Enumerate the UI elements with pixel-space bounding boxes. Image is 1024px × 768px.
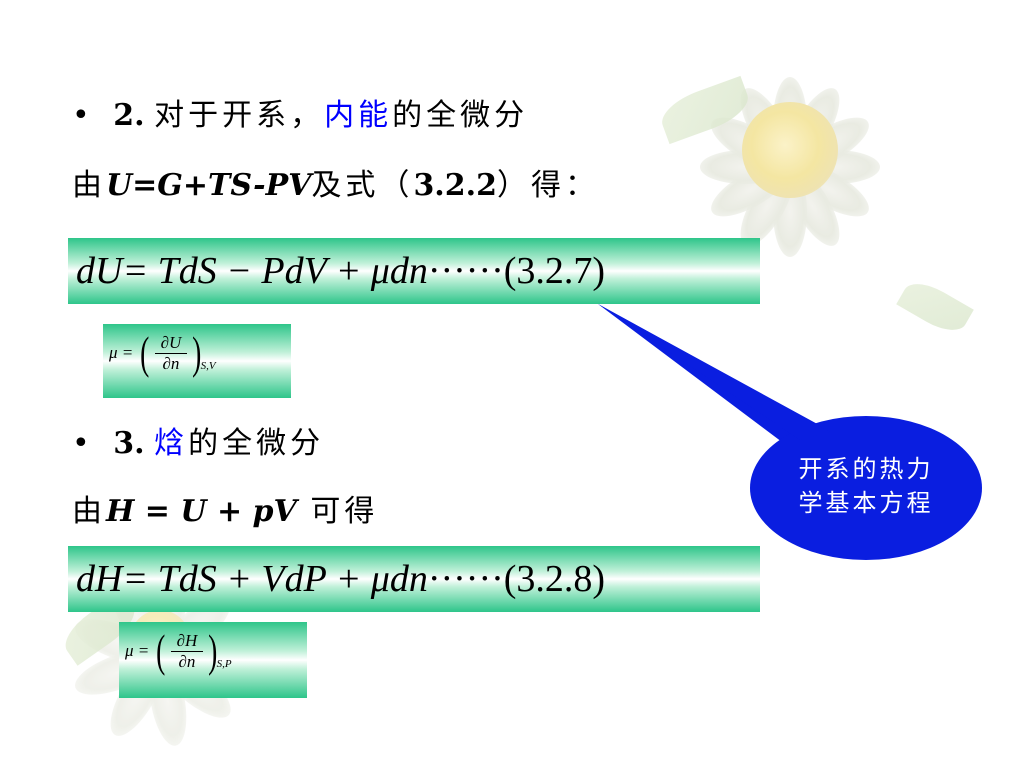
callout-pointer	[598, 304, 830, 440]
equation-rhs: = TdS + VdP + μdn	[122, 558, 428, 600]
suffix-text: 及式（	[311, 168, 414, 203]
equation-tag: (3.2.7)	[503, 250, 606, 292]
section-number: 2.	[113, 98, 145, 133]
derivation-line-2: 由H = U + pV 可得	[72, 486, 378, 530]
equation-tag: (3.2.8)	[503, 558, 606, 600]
fraction-numerator: ∂U	[154, 333, 188, 354]
callout-ellipse	[750, 416, 982, 560]
highlight-term: 焓	[154, 426, 189, 461]
heading-text: 的全微分	[392, 98, 529, 133]
equation-box-3-2-7: dU = TdS − PdV + μdn······(3.2.7)	[68, 238, 760, 304]
equation-box-3-2-8: dH = TdS + VdP + μdn······(3.2.8)	[68, 546, 760, 612]
heading-enthalpy: • 3. 焓的全微分	[72, 418, 324, 462]
formula-text: U=G+TS-PV	[106, 168, 312, 203]
right-paren: )	[208, 625, 218, 676]
left-paren: (	[156, 625, 166, 676]
fraction-denominator: ∂n	[178, 651, 196, 671]
chemical-potential-definition-2: μ = ( ∂H ∂n ) S,P	[119, 622, 307, 698]
formula-text: H = U + pV	[106, 494, 297, 529]
derivation-line-1: 由U=G+TS-PV及式（3.2.2）得：	[72, 160, 599, 204]
partial-fraction: ∂H ∂n	[170, 631, 204, 672]
subscript: S,P	[216, 658, 232, 670]
callout-line-1: 开系的热力	[798, 455, 934, 483]
suffix-text: 可得	[296, 494, 379, 529]
equation-dots: ······	[427, 558, 504, 600]
heading-text: 的全微分	[188, 426, 325, 461]
chemical-potential-definition-1: μ = ( ∂U ∂n ) S,V	[103, 324, 291, 398]
equation-lhs: dU	[76, 250, 123, 292]
left-paren: (	[140, 327, 150, 378]
fraction-numerator: ∂H	[170, 631, 204, 652]
right-paren: )	[192, 327, 202, 378]
equation-lhs: dH	[76, 558, 123, 600]
prefix-text: 由	[72, 168, 106, 203]
highlight-term: 内能	[324, 98, 393, 133]
callout-line-2: 学基本方程	[798, 489, 934, 517]
bullet: •	[72, 426, 90, 461]
suffix-text: ）得：	[496, 168, 599, 203]
callout-text: 开系的热力 学基本方程	[766, 452, 966, 520]
equation-reference: 3.2.2	[413, 168, 497, 203]
mu-symbol: μ =	[109, 343, 134, 362]
heading-text: 对于开系，	[154, 98, 325, 133]
bullet: •	[72, 98, 90, 133]
partial-fraction: ∂U ∂n	[154, 333, 188, 374]
subscript: S,V	[200, 360, 216, 372]
heading-internal-energy: • 2. 对于开系，内能的全微分	[72, 90, 528, 134]
prefix-text: 由	[72, 494, 106, 529]
equation-dots: ······	[427, 250, 504, 292]
fraction-denominator: ∂n	[162, 353, 180, 373]
section-number: 3.	[113, 426, 145, 461]
equation-rhs: = TdS − PdV + μdn	[122, 250, 428, 292]
mu-symbol: μ =	[125, 641, 150, 660]
